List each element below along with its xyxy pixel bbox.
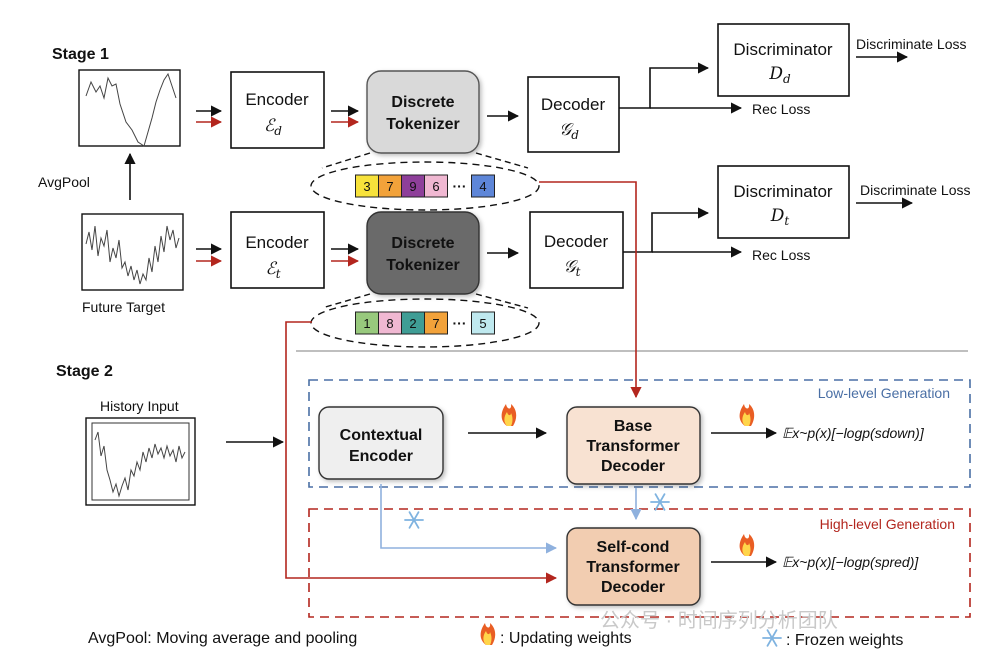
token-value: 3 (363, 179, 370, 194)
token-cell (471, 174, 495, 198)
fire-icon (501, 404, 517, 426)
decoder-d-branch (619, 62, 743, 114)
low-level-region (308, 379, 971, 488)
encoder-d: Encoder ℰd (230, 71, 325, 149)
decoder-d-sub: d (571, 128, 579, 142)
rec-loss-d: Rec Loss (752, 101, 810, 117)
red-arrow-tokens-t-to-selfcond (285, 321, 558, 584)
selfcond-decoder-line3: Decoder (601, 579, 665, 596)
loss-high-text: 𝔼x~p(x)[−logp(spred)] (782, 554, 919, 570)
discriminator-t-symbol: D (770, 206, 785, 226)
contextual-encoder-line1: Contextual (340, 427, 423, 444)
avgpool-signal-plot (78, 69, 181, 147)
svg-text:Dd: Dd (768, 64, 791, 86)
tokenizer-d-line1: Discrete (391, 94, 454, 111)
selfcond-decoder-line2: Transformer (586, 559, 679, 576)
blue-arrow-encoder-to-selfcond (380, 484, 558, 554)
rec-loss-t: Rec Loss (752, 247, 810, 263)
avgpool-label: AvgPool (38, 174, 90, 190)
encoder-d-sub: d (274, 124, 282, 138)
token-value: 5 (479, 316, 486, 331)
legend-avgpool: AvgPool: Moving average and pooling (88, 630, 357, 647)
decoder-t-symbol: 𝒢 (564, 257, 579, 277)
discriminator-t: Discriminator Dt (717, 165, 850, 239)
discriminator-d-symbol: D (768, 64, 783, 84)
decoder-t-sub: t (576, 265, 581, 279)
svg-text:Dt: Dt (770, 206, 790, 228)
loss-low-text: 𝔼x~p(x)[−logp(sdown)] (782, 425, 925, 441)
watermark: 公众号 · 时间序列分析团队 (600, 609, 838, 632)
token-value: 4 (479, 179, 486, 194)
selfcond-transformer-decoder: Self-cond Transformer Decoder (566, 527, 701, 606)
discriminate-loss-d: Discriminate Loss (856, 36, 966, 52)
fire-icon (480, 623, 496, 645)
discriminator-d-sub: d (783, 72, 791, 86)
tokenizer-d-line2: Tokenizer (386, 116, 460, 133)
encoder-d-title: Encoder (245, 90, 309, 109)
fire-icon (739, 534, 755, 556)
token-value: 7 (386, 179, 393, 194)
future-target-plot (81, 213, 184, 291)
future-target-label: Future Target (82, 299, 165, 315)
token-value: 8 (386, 316, 393, 331)
token-sequence-d: 3 7 9 6 ··· 4 (310, 152, 540, 211)
discriminate-loss-t: Discriminate Loss (860, 182, 970, 198)
token-cell (424, 174, 448, 198)
selfcond-decoder-line1: Self-cond (597, 539, 670, 556)
discriminator-t-title: Discriminator (733, 182, 833, 201)
contextual-encoder-line2: Encoder (349, 448, 413, 465)
stage1-title: Stage 1 (52, 46, 109, 63)
legend-updating: : Updating weights (500, 630, 632, 647)
token-value: 1 (363, 316, 370, 331)
base-decoder-line2: Transformer (586, 438, 679, 455)
token-value: 6 (432, 179, 439, 194)
token-ellipsis: ··· (453, 178, 467, 194)
tokenizer-t-line2: Tokenizer (386, 257, 460, 274)
encoder-t: Encoder ℰt (230, 211, 325, 289)
discriminator-t-sub: t (784, 214, 789, 228)
svg-text:𝒢t: 𝒢t (564, 257, 581, 279)
token-cell (424, 311, 448, 335)
decoder-d-symbol: 𝒢 (559, 120, 574, 140)
discriminator-d: Discriminator Dd (717, 23, 850, 97)
snowflake-icon (762, 629, 782, 647)
decoder-t-title: Decoder (544, 232, 609, 251)
fire-icon (739, 404, 755, 426)
decoder-d: Decoder 𝒢d (527, 76, 620, 153)
decoder-d-title: Decoder (541, 95, 606, 114)
high-level-label: High-level Generation (820, 516, 955, 532)
token-value: 9 (409, 179, 416, 194)
tokenizer-t-line1: Discrete (391, 235, 454, 252)
encoder-t-symbol: ℰ (265, 259, 277, 279)
red-arrow-tokens-d-to-base (539, 181, 642, 399)
legend-frozen: : Frozen weights (786, 632, 903, 649)
svg-text:ℰd: ℰd (264, 116, 282, 138)
snowflake-icon (650, 493, 670, 511)
snowflake-icon (404, 511, 424, 529)
decoder-t-branch (623, 207, 743, 258)
encoder-d-symbol: ℰ (264, 116, 276, 136)
svg-text:𝒢d: 𝒢d (559, 120, 579, 142)
encoder-t-title: Encoder (245, 233, 309, 252)
token-value: 7 (432, 316, 439, 331)
encoder-t-sub: t (276, 267, 281, 281)
low-level-label: Low-level Generation (818, 385, 950, 401)
base-decoder-line1: Base (614, 418, 652, 435)
base-transformer-decoder: Base Transformer Decoder (566, 406, 701, 485)
base-decoder-line3: Decoder (601, 458, 665, 475)
history-input-label: History Input (100, 398, 179, 414)
svg-text:ℰt: ℰt (265, 259, 280, 281)
token-value: 2 (409, 316, 416, 331)
decoder-t: Decoder 𝒢t (529, 211, 624, 289)
discrete-tokenizer-t: Discrete Tokenizer (366, 211, 480, 295)
history-input-plot (85, 417, 196, 506)
stage2-title: Stage 2 (56, 363, 113, 380)
token-cell (471, 311, 495, 335)
token-sequence-t: 1 8 2 7 ··· 5 (310, 293, 540, 348)
contextual-encoder: Contextual Encoder (318, 406, 444, 480)
discriminator-d-title: Discriminator (733, 40, 833, 59)
token-ellipsis: ··· (453, 315, 467, 331)
discrete-tokenizer-d: Discrete Tokenizer (366, 70, 480, 154)
